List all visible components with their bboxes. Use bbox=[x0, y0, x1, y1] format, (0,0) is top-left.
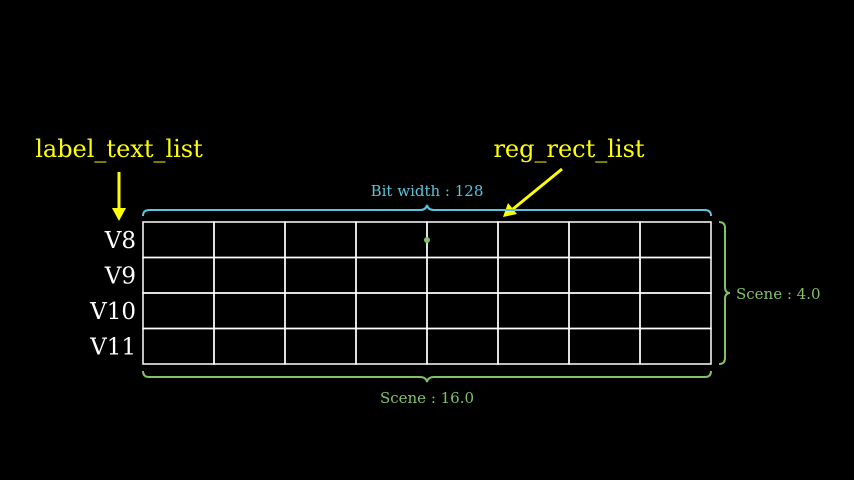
register-grid bbox=[142, 221, 712, 365]
register-cell bbox=[426, 256, 499, 294]
register-cell bbox=[355, 221, 428, 259]
register-cell bbox=[284, 292, 357, 330]
center-dot bbox=[424, 237, 430, 243]
register-cell bbox=[568, 221, 641, 259]
register-cell bbox=[213, 292, 286, 330]
register-label: V8 bbox=[104, 228, 136, 254]
top-brace-label: Bit width : 128 bbox=[371, 182, 484, 200]
register-cell bbox=[284, 256, 357, 294]
register-cell bbox=[639, 327, 712, 365]
top-brace bbox=[142, 204, 712, 217]
label-text-list-annotation: label_text_list bbox=[35, 135, 203, 163]
register-cell bbox=[568, 327, 641, 365]
reg-rect-list-annotation: reg_rect_list bbox=[493, 135, 644, 163]
register-cell bbox=[426, 292, 499, 330]
register-cell bbox=[568, 256, 641, 294]
label-arrow bbox=[112, 172, 126, 221]
right-brace-label: Scene : 4.0 bbox=[736, 285, 821, 303]
register-cell bbox=[355, 327, 428, 365]
register-cell bbox=[213, 327, 286, 365]
register-cell bbox=[213, 221, 286, 259]
register-cell bbox=[639, 256, 712, 294]
register-label: V10 bbox=[89, 299, 136, 325]
register-label: V9 bbox=[104, 263, 136, 289]
register-cell bbox=[497, 292, 570, 330]
register-cell bbox=[284, 327, 357, 365]
right-brace bbox=[718, 221, 731, 365]
register-label: V11 bbox=[89, 334, 136, 360]
register-cell bbox=[142, 221, 215, 259]
register-cell bbox=[639, 221, 712, 259]
register-cell bbox=[142, 292, 215, 330]
register-cell bbox=[497, 327, 570, 365]
register-cell bbox=[355, 292, 428, 330]
bottom-brace-label: Scene : 16.0 bbox=[380, 389, 474, 407]
bottom-brace bbox=[142, 370, 712, 383]
register-cell bbox=[497, 256, 570, 294]
register-cell bbox=[142, 327, 215, 365]
register-cell bbox=[426, 221, 499, 259]
register-cell bbox=[284, 221, 357, 259]
register-cell bbox=[497, 221, 570, 259]
register-cell bbox=[142, 256, 215, 294]
register-cell bbox=[639, 292, 712, 330]
register-cell bbox=[568, 292, 641, 330]
register-cell bbox=[426, 327, 499, 365]
register-cell bbox=[213, 256, 286, 294]
register-cell bbox=[355, 256, 428, 294]
